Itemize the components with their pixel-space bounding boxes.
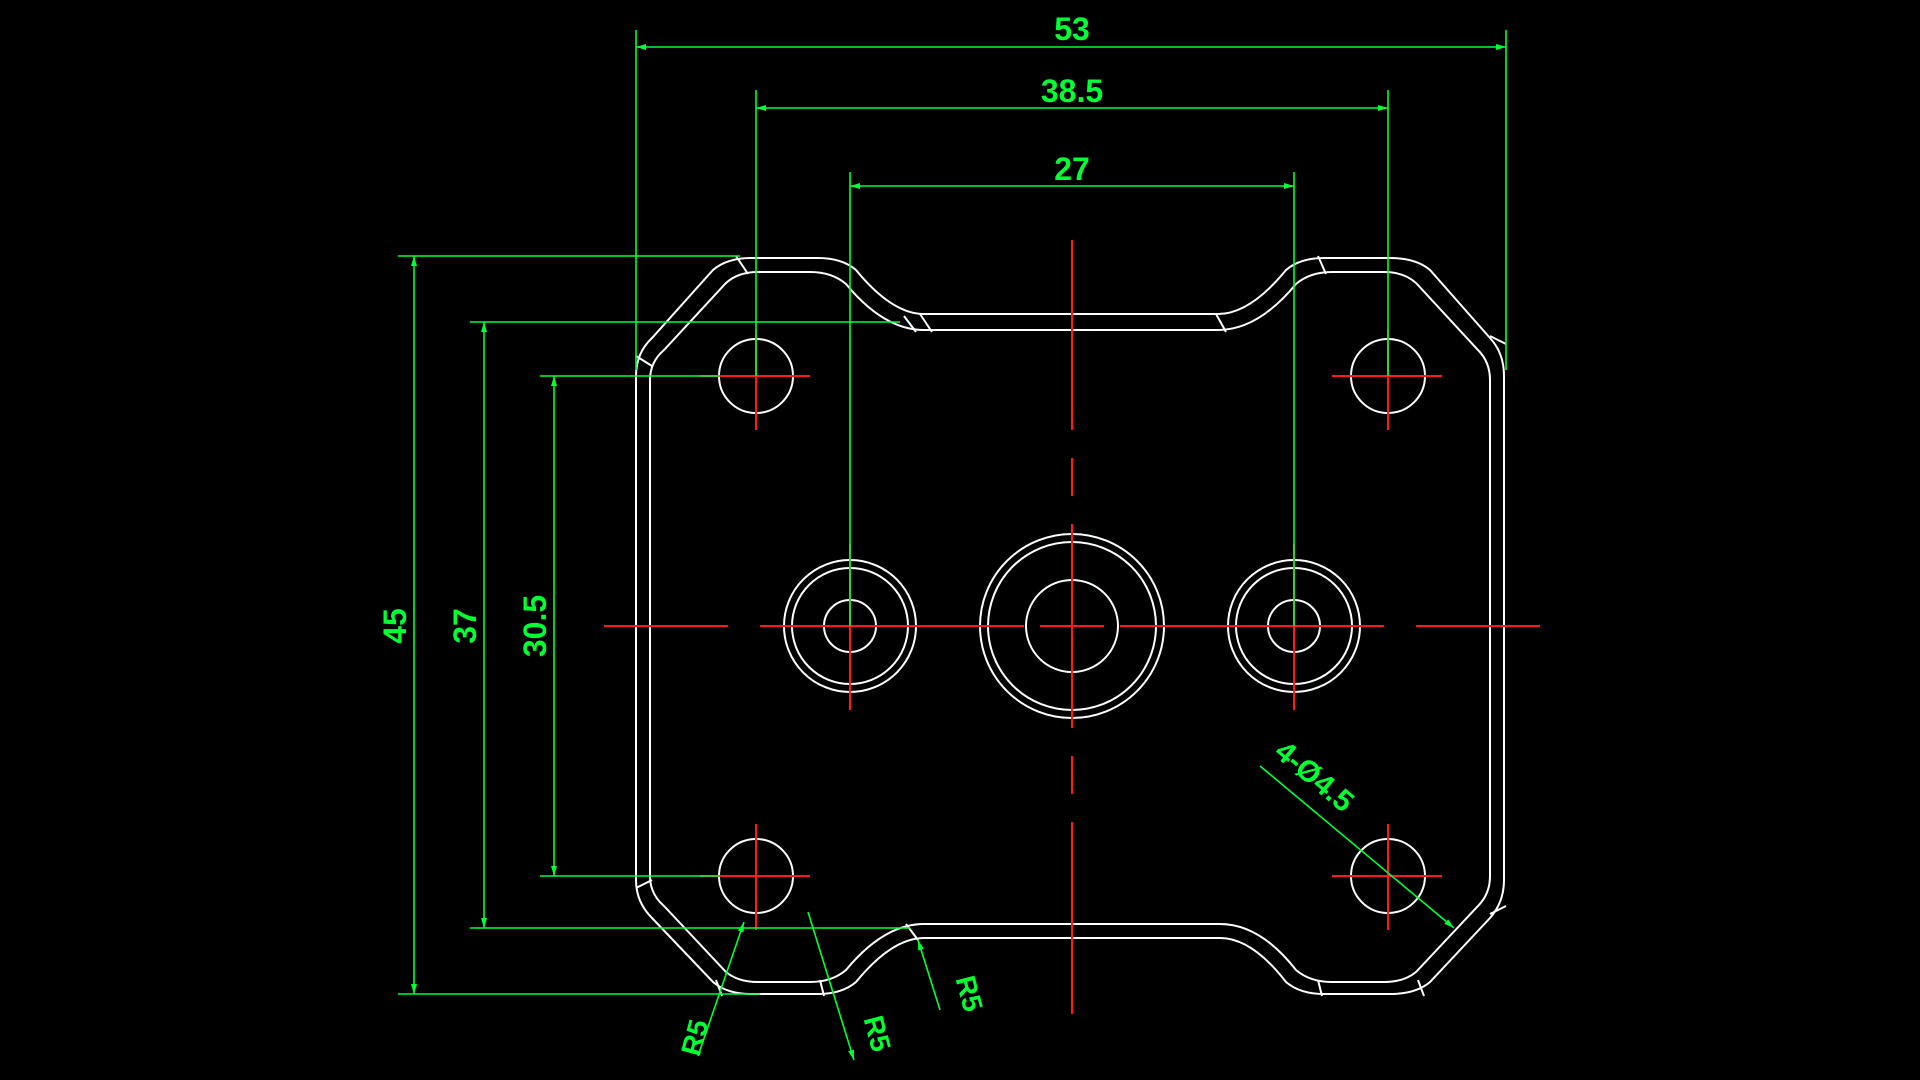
leader-radius-right xyxy=(917,939,941,1011)
radius-text-right: R5 xyxy=(950,972,989,1015)
dimension-lines xyxy=(398,30,1507,1061)
dim-text-27: 27 xyxy=(1054,151,1090,187)
leader-radius-left xyxy=(697,921,745,1057)
tangent-marks xyxy=(635,255,1507,997)
dim-text-37: 37 xyxy=(447,608,483,644)
leader-hole-callout xyxy=(1259,765,1455,929)
hole-crosshairs xyxy=(700,330,1442,930)
radius-text-left: R5 xyxy=(675,1016,714,1059)
inner-contour xyxy=(649,271,1491,983)
centerlines xyxy=(604,240,1540,1014)
dim-text-45: 45 xyxy=(377,608,413,644)
radius-text-middle: R5 xyxy=(858,1012,897,1055)
dimension-texts: 53 38.5 27 45 37 30.5 4-Ø4.5 R5 R5 R5 xyxy=(377,11,1360,1059)
dim-text-53: 53 xyxy=(1054,11,1090,47)
dim-text-38-5: 38.5 xyxy=(1041,73,1103,109)
hole-callout-text: 4-Ø4.5 xyxy=(1268,735,1359,819)
dim-text-30-5: 30.5 xyxy=(517,595,553,657)
outer-contour xyxy=(635,257,1505,995)
extension-lines xyxy=(398,30,1507,995)
leader-radius-middle xyxy=(807,911,855,1061)
